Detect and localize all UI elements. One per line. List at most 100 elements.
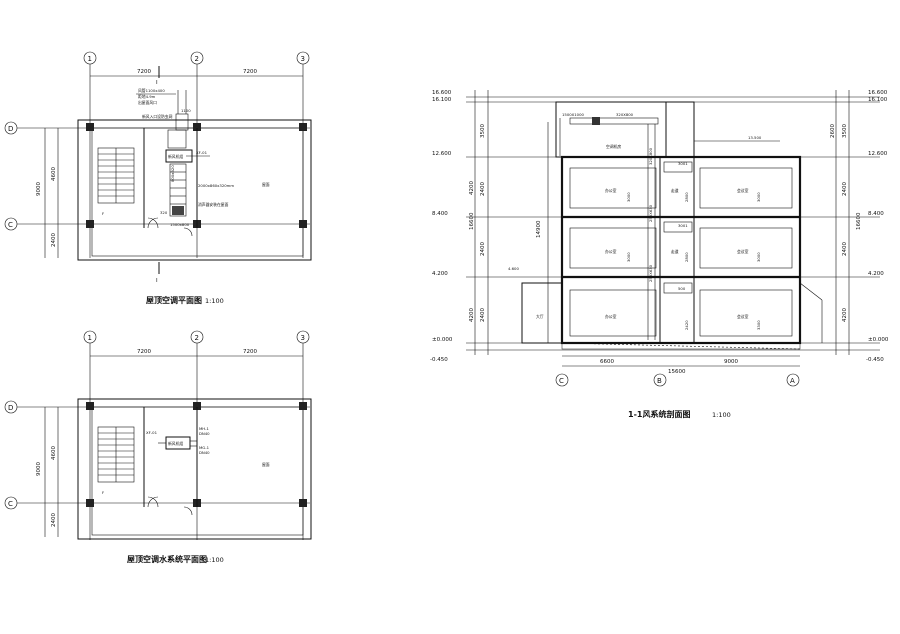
sec-elev-neg-r: -0.450	[866, 357, 884, 363]
axis-D-label: D	[8, 125, 13, 133]
sec-dim-2400-r1: 2400	[842, 182, 848, 196]
sec-size-3001-b: 3001	[678, 223, 688, 228]
sec-duct-mid: 250X630	[648, 204, 653, 222]
sec-room-corr-1: 走道	[671, 188, 679, 193]
plan-top-duct-label-1: 风管1100x400	[138, 88, 165, 93]
sec-room-meeting-1: 会议室	[737, 188, 749, 193]
sec-size-2800-a: 2800	[684, 192, 689, 202]
plan-bottom-title: 屋顶空调水系统平面图	[127, 554, 207, 564]
plan-bottom-pipe-1: MH-1	[199, 426, 210, 431]
sec-axis-C: C	[559, 377, 564, 385]
sec-dim-4200-r: 4200	[842, 308, 848, 322]
sec-dim-6600: 6600	[600, 359, 614, 365]
sec-room-corr-2: 走道	[671, 249, 679, 254]
section-building	[521, 101, 823, 350]
plan-top-unit-label: 新风机组	[168, 154, 183, 159]
sec-elev-13500: 13.500	[748, 135, 762, 140]
sec-size-2800-b: 2800	[684, 252, 689, 262]
plan-bottom-pipe-2: MG-1	[199, 445, 210, 450]
sec-elev-16600-l: 16.600	[432, 90, 452, 96]
plan-bottom-dim-c-out: 2400	[51, 513, 57, 527]
sec-elev-16600-r: 16.600	[868, 90, 888, 96]
plan-bottom-stair-up: F	[102, 490, 104, 495]
sec-dim-2400-l2: 2400	[480, 242, 486, 256]
sec-elev-4200-l: 4.200	[432, 271, 448, 277]
plan-bottom-ahu: 新风机组	[158, 436, 197, 450]
plan-top-axis-bubbles: 1 2 3 D C	[4, 51, 310, 231]
plan-top-room: 屋面	[262, 182, 270, 187]
sec-dim-4200-l2: 4200	[469, 308, 475, 322]
sec-room-meeting-2: 会议室	[737, 249, 749, 254]
section-1-1: 16.600 16.100 12.600 8.400 4.200 ±0.000 …	[430, 90, 889, 419]
sec-size-3000-b: 3000	[626, 252, 631, 262]
sec-elev-0-l: ±0.000	[432, 337, 453, 343]
plan-top-duct-label-4: 1100	[181, 108, 191, 113]
sec-elev-16100-l: 16.100	[432, 97, 452, 103]
sec-room-office-1: 办公室	[605, 188, 617, 193]
sec-size-500: 500	[678, 286, 686, 291]
axis-2-label: 2	[195, 55, 199, 63]
plan-bottom-dim-cd: 4600	[51, 446, 57, 460]
axis-1-label-b: 1	[88, 334, 92, 342]
sec-elev-0-r: ±0.000	[868, 337, 889, 343]
sec-elev-16100-r: 16.100	[868, 97, 888, 103]
sec-dim-4200-l1: 4200	[469, 181, 475, 195]
plan-top-duct-label-5: 新风入口设防虫网	[142, 114, 173, 119]
plan-bottom-dim-bay2: 7200	[243, 349, 257, 355]
plan-top-duct-size: 2000x860x320mm	[198, 183, 234, 188]
sec-elev-8400-l: 8.400	[432, 211, 448, 217]
plan-top-stair: F	[97, 147, 135, 216]
sec-room-mech: 空调机房	[606, 144, 621, 149]
plan-top-dim-cd: 4600	[51, 167, 57, 181]
axis-3-label-b: 3	[301, 334, 305, 342]
plan-bottom-pipe-1-size: DN40	[199, 431, 210, 436]
plan-bottom-room: 屋面	[262, 462, 270, 467]
plan-top-dim-total: 9000	[36, 182, 42, 196]
plan-top-scale: 1:100	[205, 297, 224, 305]
sec-dim-3500-r: 3500	[842, 124, 848, 138]
plan-top-xf-label: XF-01	[196, 150, 208, 155]
sec-size-2420: 2420	[684, 320, 689, 330]
sec-dim-9000: 9000	[724, 359, 738, 365]
sec-elev-12600-r: 12.600	[868, 151, 888, 157]
sec-size-3300: 3300	[756, 320, 761, 330]
sec-size-3001-a: 3001	[678, 161, 688, 166]
sec-elev-12600-l: 12.600	[432, 151, 452, 157]
sec-room-meeting-3: 会议室	[737, 314, 749, 319]
axis-C-label-b: C	[8, 500, 13, 508]
sec-duct-top-2: 320X800	[616, 112, 634, 117]
sec-room-office-2: 办公室	[605, 249, 617, 254]
sec-dim-3500-l: 3500	[480, 124, 486, 138]
plan-top-section-mark-top: I	[156, 80, 158, 86]
plan-top-dim-bay1: 7200	[137, 69, 151, 75]
sec-elev-8400-r: 8.400	[868, 211, 884, 217]
sec-size-3000-c: 3000	[756, 192, 761, 202]
sec-dim-2400-l1: 2400	[480, 182, 486, 196]
axis-D-label-b: D	[8, 404, 13, 412]
plan-bottom-pipe-2-size: DN40	[199, 450, 210, 455]
plan-top-dim-320: 320	[160, 210, 168, 215]
sec-axis-B: B	[657, 377, 662, 385]
axis-2-label-b: 2	[195, 334, 199, 342]
plan-bottom-dim-bay1: 7200	[137, 349, 151, 355]
plan-bottom-dim-total: 9000	[36, 462, 42, 476]
sec-duct-mid2: 250X630	[648, 264, 653, 282]
sec-elev-4200-r: 4.200	[868, 271, 884, 277]
plan-top-section-mark-bottom: I	[156, 278, 158, 284]
section-scale: 1:100	[712, 411, 731, 419]
roof-ac-plan: 1 2 3 D C 7200 7200 9000 4600 2400	[4, 51, 312, 305]
roof-ac-water-plan: 1 2 3 D C 7200 7200 9000 4600 2400	[4, 330, 312, 564]
sec-dim-14900: 14900	[536, 220, 542, 238]
section-title: 1-1风系统剖面图	[628, 409, 690, 419]
sec-elev-4600: 4.600	[508, 266, 519, 271]
plan-top-duct-size-v: 800x320	[170, 165, 175, 182]
sec-dim-16600-l: 16600	[469, 212, 475, 230]
sec-dim-15600: 15600	[668, 369, 686, 375]
plan-bottom-xf-label: XF-01	[146, 430, 158, 435]
axis-1-label: 1	[88, 55, 92, 63]
sec-dim-2400-l3: 2400	[480, 308, 486, 322]
sec-elev-neg-l: -0.450	[430, 357, 448, 363]
plan-top-muffler: 消声器安装在屋面	[198, 202, 229, 207]
sec-axis-A: A	[790, 377, 795, 385]
